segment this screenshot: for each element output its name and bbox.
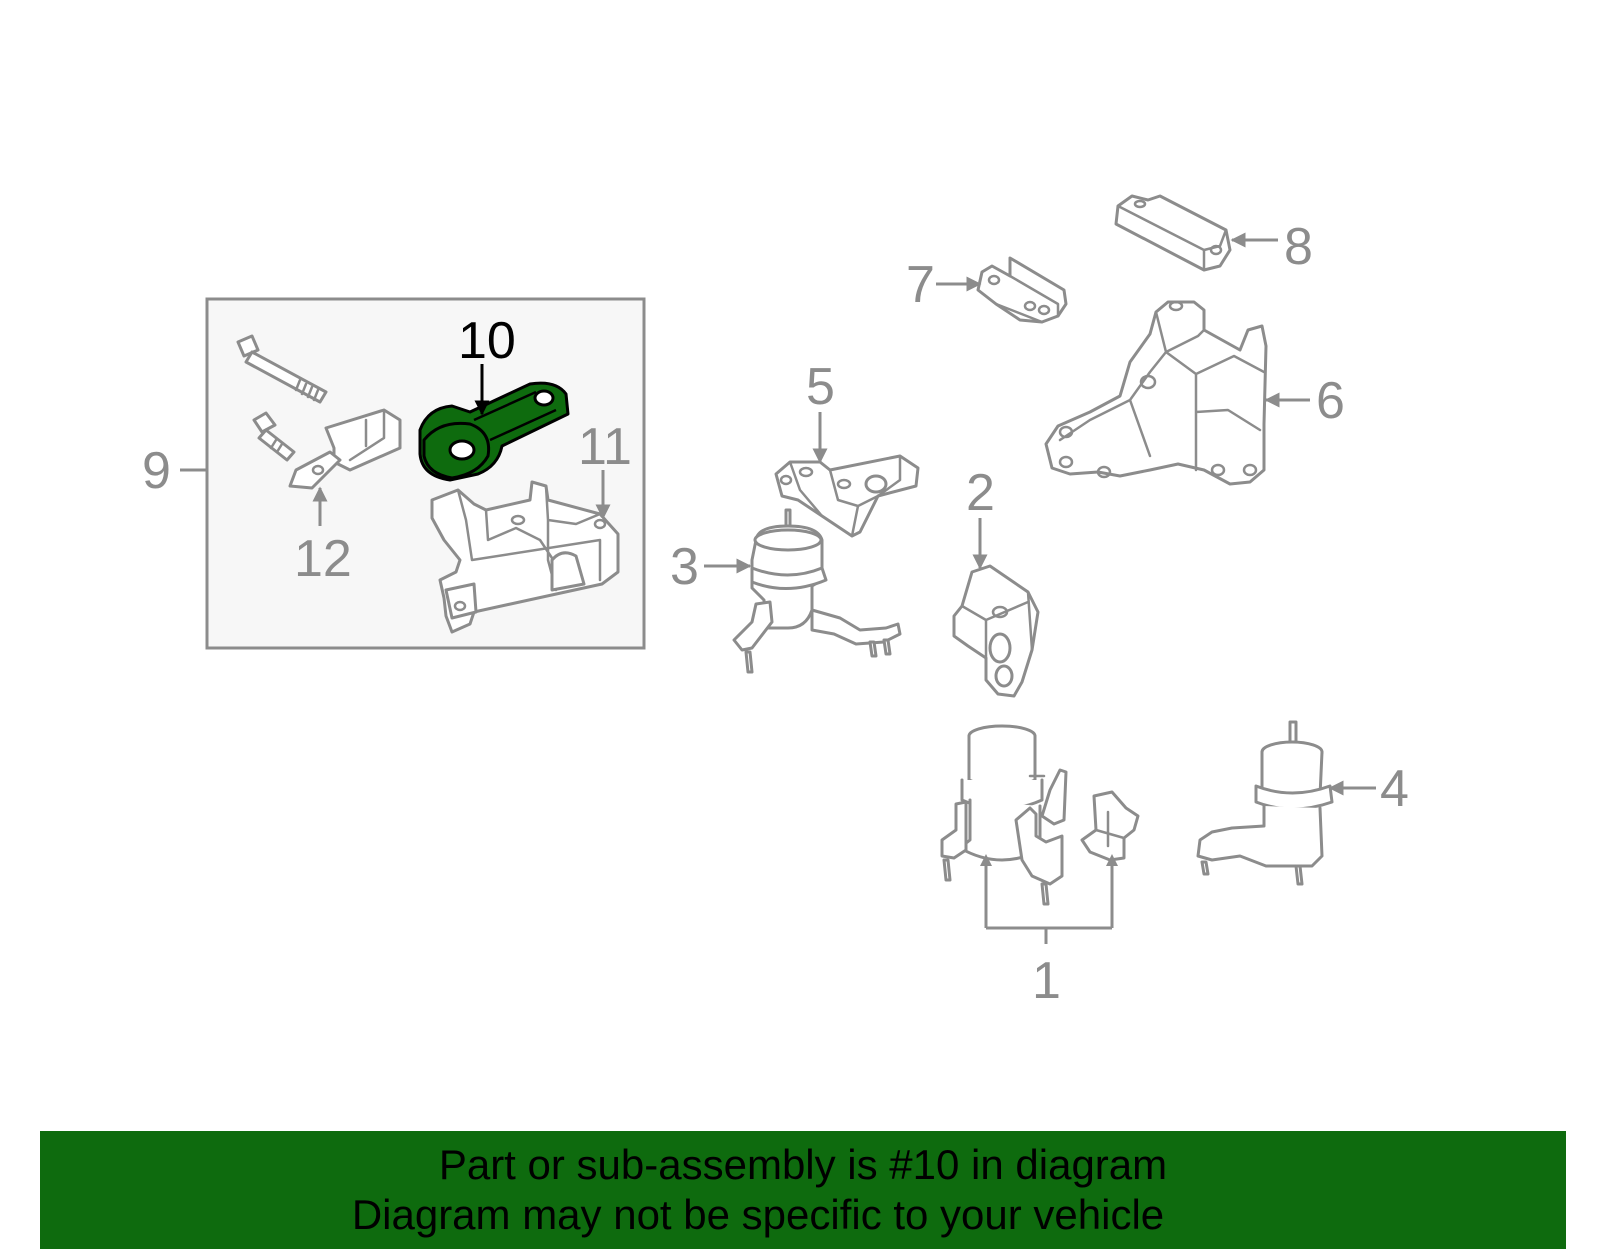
part-8-bracket[interactable] [1114,194,1232,272]
part-6-bracket[interactable] [1044,300,1268,486]
callout-5: 5 [806,358,835,416]
part-4-mount[interactable] [1196,720,1334,886]
part-3-mount[interactable] [732,508,902,674]
callout-11: 11 [578,418,632,476]
part-12-bracket[interactable] [288,408,402,490]
leader-1 [984,858,1114,944]
callout-3: 3 [670,538,699,596]
part-7-bracket[interactable] [976,256,1068,324]
part-10-torque-rod[interactable] [418,381,570,482]
callout-6: 6 [1316,372,1345,430]
callout-7: 7 [906,256,935,314]
part-5-bracket[interactable] [774,454,920,538]
info-banner: Part or sub-assembly is #10 in diagram D… [40,1131,1566,1249]
callout-12: 12 [294,530,352,588]
part-11-mount-bracket[interactable] [430,480,620,634]
callout-8: 8 [1284,218,1313,276]
callout-4: 4 [1380,760,1409,818]
banner-line-2: Diagram may not be specific to your vehi… [351,1191,1165,1238]
banner-line-1: Part or sub-assembly is #10 in diagram [438,1141,1168,1188]
callout-1: 1 [1032,952,1061,1010]
part-1-mount[interactable] [940,724,1140,906]
callout-9: 9 [142,442,171,500]
leader-1-arrow-a [980,854,992,866]
long-bolt-part[interactable] [236,334,328,404]
short-bolt-part[interactable] [252,411,296,462]
leader-1-arrow-b [1106,854,1118,866]
part-2-bracket[interactable] [952,564,1040,698]
callout-10: 10 [458,312,516,370]
callout-2: 2 [966,464,995,522]
